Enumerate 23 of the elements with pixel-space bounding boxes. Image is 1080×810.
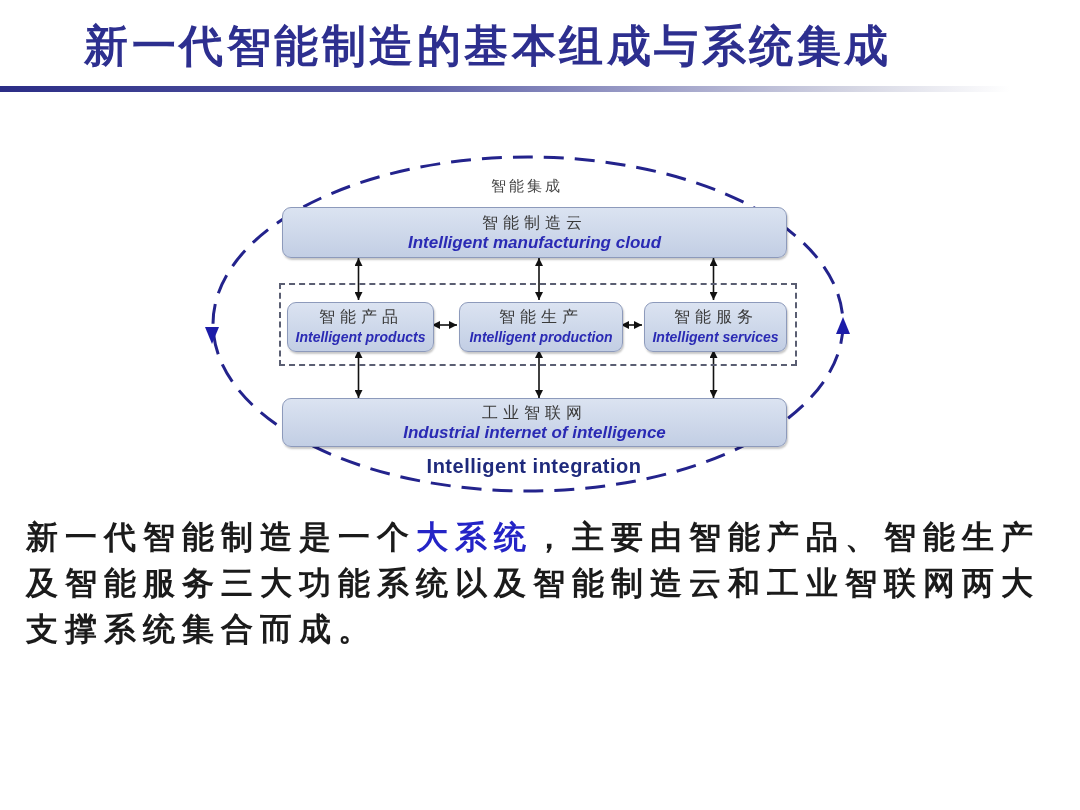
caption-text: 智能集成 bbox=[491, 176, 563, 196]
box-title: 智能产品 bbox=[318, 307, 403, 327]
box-title: 工业智联网 bbox=[482, 402, 587, 423]
system-box bbox=[282, 207, 787, 258]
double-arrow bbox=[354, 257, 363, 301]
dashed-group-box bbox=[279, 283, 797, 366]
caption-text: Intelligent integration bbox=[426, 455, 642, 478]
system-box bbox=[644, 302, 787, 352]
box-subtitle: Intelligent production bbox=[469, 328, 613, 347]
box-subtitle: Intelligent products bbox=[295, 328, 426, 347]
double-arrow bbox=[709, 257, 718, 301]
box-subtitle: Industrial internet of intelligence bbox=[403, 422, 666, 443]
box-title: 智能生产 bbox=[499, 307, 583, 327]
system-box bbox=[459, 302, 623, 352]
box-title: 智能制造云 bbox=[482, 212, 587, 233]
slide-title: 新一代智能制造的基本组成与系统集成 bbox=[84, 19, 892, 73]
system-box bbox=[282, 398, 787, 447]
double-arrow bbox=[535, 257, 543, 301]
system-box bbox=[287, 302, 434, 352]
box-title: 智能服务 bbox=[673, 307, 758, 327]
description-paragraph: 新一代智能制造是一个大系统，主要由智能产品、智能生产及智能服务三大功能系统以及智能制造云和工业智联网两大支撑系统集合而成。 bbox=[26, 517, 1041, 650]
box-subtitle: Intelligent manufacturing cloud bbox=[407, 232, 662, 253]
box-subtitle: Intelligent services bbox=[652, 328, 779, 347]
